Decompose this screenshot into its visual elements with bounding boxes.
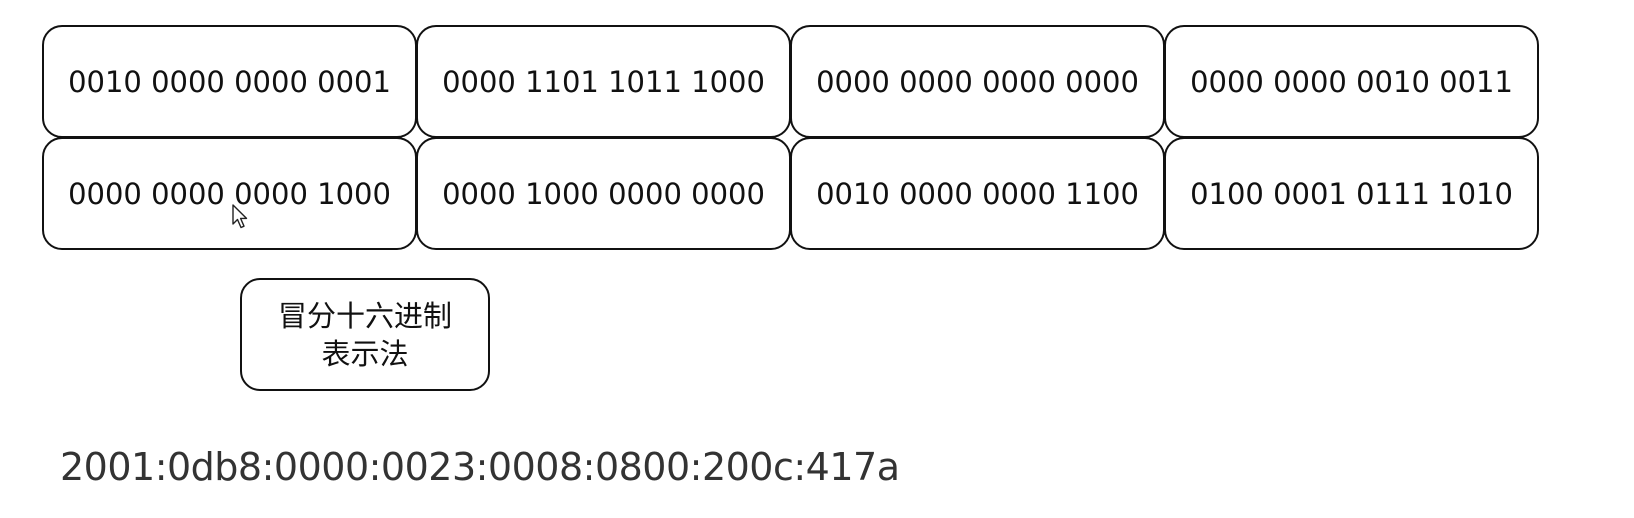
binary-cell-r1c1: 0010 0000 0000 0001: [42, 25, 417, 138]
binary-cell-r2c2: 0000 1000 0000 0000: [416, 137, 791, 250]
binary-text: 0010 0000 0000 1100: [816, 176, 1139, 211]
binary-text: 0010 0000 0000 0001: [68, 64, 391, 99]
binary-cell-r1c3: 0000 0000 0000 0000: [790, 25, 1165, 138]
notation-label-box: 冒分十六进制 表示法: [240, 278, 490, 391]
notation-label-line2: 表示法: [321, 336, 409, 371]
binary-text: 0000 0000 0000 1000: [68, 176, 391, 211]
binary-text: 0000 1101 1011 1000: [442, 64, 765, 99]
binary-cell-r2c3: 0010 0000 0000 1100: [790, 137, 1165, 250]
binary-text: 0000 0000 0010 0011: [1190, 64, 1513, 99]
binary-cell-r1c4: 0000 0000 0010 0011: [1164, 25, 1539, 138]
binary-text: 0000 0000 0000 0000: [816, 64, 1139, 99]
binary-text: 0100 0001 0111 1010: [1190, 176, 1513, 211]
mouse-pointer-icon: [232, 204, 248, 229]
binary-text: 0000 1000 0000 0000: [442, 176, 765, 211]
ipv6-address-text: 2001:0db8:0000:0023:0008:0800:200c:417a: [60, 445, 900, 489]
binary-cell-r2c1: 0000 0000 0000 1000: [42, 137, 417, 250]
binary-cell-r2c4: 0100 0001 0111 1010: [1164, 137, 1539, 250]
notation-label-line1: 冒分十六进制: [277, 298, 452, 333]
binary-cell-r1c2: 0000 1101 1011 1000: [416, 25, 791, 138]
